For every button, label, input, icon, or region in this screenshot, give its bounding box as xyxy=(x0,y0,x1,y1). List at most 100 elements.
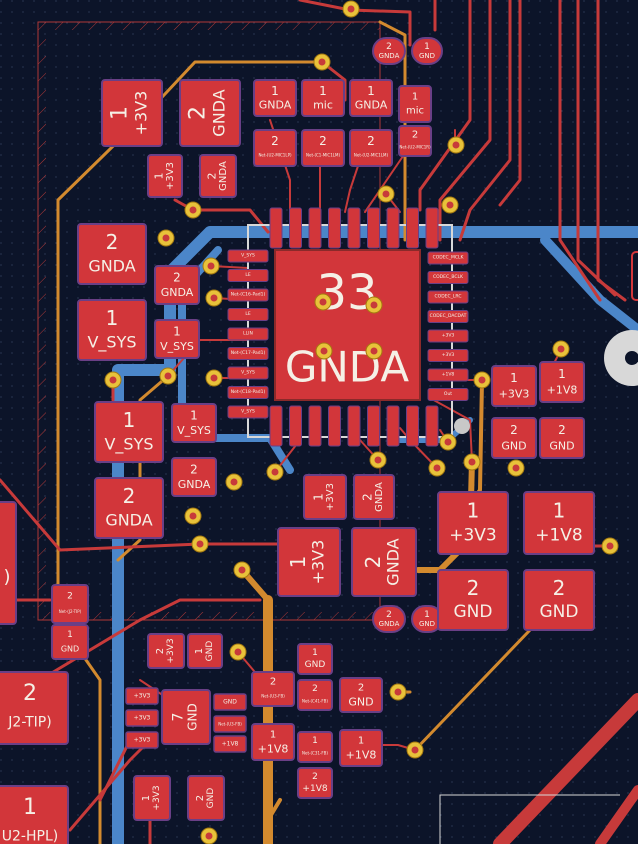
pad-net: mic xyxy=(406,106,424,117)
pad-net: GNDA xyxy=(379,52,400,60)
ic-pin-label: CODEC_LRC xyxy=(435,294,462,300)
pad-number: 1 xyxy=(424,42,430,52)
regulator-pin-label: +3V3 xyxy=(134,693,151,700)
ic-pin-left-4: LLIN xyxy=(227,327,269,341)
pad-number: 1 xyxy=(194,648,205,654)
regulator-pin-label: +3V3 xyxy=(134,737,151,744)
pad-net: +3V3 xyxy=(131,91,150,136)
ic-pin-label: LE xyxy=(245,311,251,317)
pad-net: GND xyxy=(501,440,526,453)
pad-number: 1 xyxy=(367,84,375,98)
via-drill xyxy=(319,298,327,306)
regulator-pin: Net-(U3-FB) xyxy=(213,715,247,733)
via-drill xyxy=(320,347,328,355)
pad-net: GNDA xyxy=(218,161,229,191)
pad-number: 2 xyxy=(271,134,279,148)
ic-right-pins: CODEC_MCLKCODEC_BCLKCODEC_LRCCODEC_DACDA… xyxy=(427,251,469,401)
pad-p-j2tip-2: 2J2-TIP) xyxy=(0,671,69,745)
via-drill xyxy=(347,5,355,13)
pad-number: 1 xyxy=(558,367,566,381)
ic-pin-label: V_SYS xyxy=(241,370,255,376)
pad-net: +3V3 xyxy=(449,525,497,545)
ic-pin-label: V_SYS xyxy=(241,253,255,259)
pad-number: 1 xyxy=(286,556,310,569)
via-drill xyxy=(468,458,476,466)
pad-number: 2 xyxy=(358,683,364,694)
pad-net: GND xyxy=(305,660,326,670)
pad-number: 1 xyxy=(319,84,327,98)
via-drill xyxy=(271,468,279,476)
pad-number: 1 xyxy=(173,324,181,338)
pad-net: +3V3 xyxy=(499,388,530,401)
regulator-pin-label: +1V8 xyxy=(222,741,239,748)
ic-pin-label: +3V3 xyxy=(442,352,455,358)
ic-pin-right-3: CODEC_DACDAT xyxy=(427,310,469,323)
edge-pad xyxy=(631,251,638,301)
pad-p-bot3v3-2: 2+3V3 xyxy=(147,633,185,669)
via-drill xyxy=(189,512,197,520)
ic-pin-top-6 xyxy=(386,207,400,249)
via-drill xyxy=(411,746,419,754)
pad-net: V_SYS xyxy=(160,340,194,353)
test-point xyxy=(454,418,470,434)
pad-net: GND xyxy=(540,602,579,622)
pad-number: 2 xyxy=(312,684,318,694)
ic-left-pins: V_SYSLENet-(C16-Pad1)LELLINNet-(C17-Pad1… xyxy=(227,249,269,419)
regulator-pin: GND xyxy=(213,693,247,711)
ic-bottom-pins xyxy=(269,405,439,447)
via-drill xyxy=(394,688,402,696)
pad-net: Net-(C31-FB) xyxy=(302,751,328,756)
pad-net: GNDA xyxy=(209,89,228,136)
via-drill xyxy=(162,234,170,242)
pad-number: 1 xyxy=(190,408,198,422)
via-drill xyxy=(444,438,452,446)
pad-p-big3v3-1: 1+3V3 xyxy=(277,527,341,597)
pad-number: 1 xyxy=(271,84,279,98)
pad-number: 2 xyxy=(467,576,480,600)
pad-net: U2-HPL) xyxy=(2,828,58,844)
ic-pin-bottom-6 xyxy=(386,405,400,447)
pad-net: GNDA xyxy=(355,99,388,112)
pad-number: 2 xyxy=(412,130,418,141)
via-drill xyxy=(109,376,117,384)
ic-pin-left-1: LE xyxy=(227,269,269,282)
pad-number: 2 xyxy=(367,134,375,148)
pad-p-vsys-a-1: 1V_SYS xyxy=(77,299,147,361)
pad-number: 2 xyxy=(270,677,276,688)
ic-pin-top-2 xyxy=(308,207,322,249)
pad-net: Net-(U2-MIC1LP) xyxy=(258,153,292,158)
pad-net: J2-TIP) xyxy=(7,714,51,730)
ic-pin-bottom-4 xyxy=(347,405,361,447)
via-drill xyxy=(370,347,378,355)
pad-number: 2 xyxy=(190,462,198,476)
pad-net: GND xyxy=(549,440,574,453)
pad-net: Net-(J2-TIP) xyxy=(59,609,82,614)
pad-p-vsys-b-1: 1V_SYS xyxy=(154,319,200,359)
pad-p-j2hpl-1: 1U2-HPL) xyxy=(0,785,69,844)
ic-pin-top-8 xyxy=(425,207,439,249)
ic-pin-bottom-5 xyxy=(367,405,380,447)
pad-net: Net-(C1-MIC1LM) xyxy=(306,153,340,158)
pad-net: GND xyxy=(454,602,493,622)
ic-pin-left-6: V_SYS xyxy=(227,366,269,380)
ic-pin-top-1 xyxy=(289,207,302,249)
